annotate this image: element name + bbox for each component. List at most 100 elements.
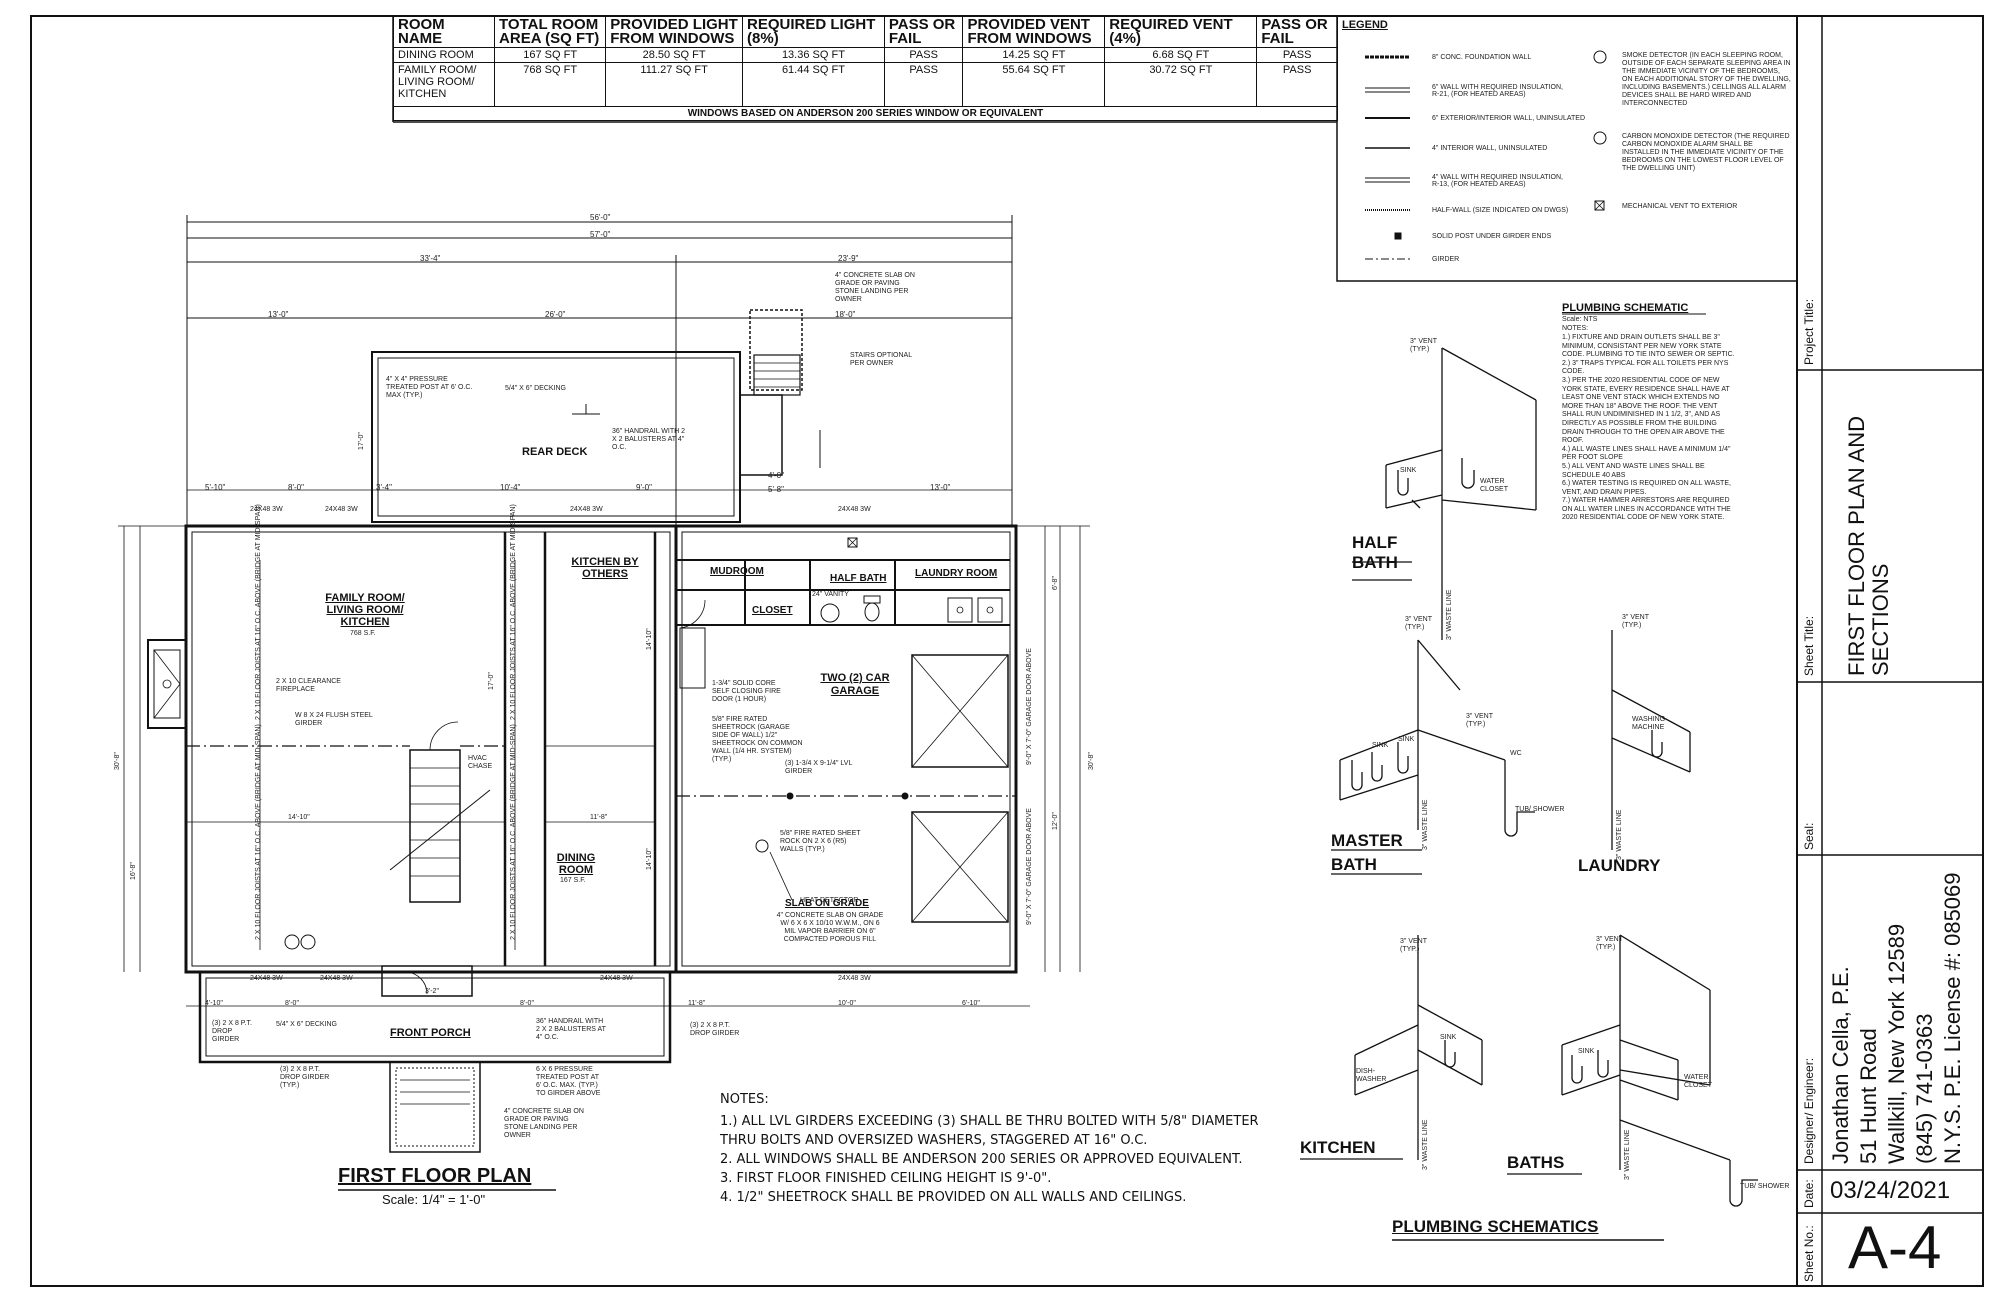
- plumbing-note-line: DIRECTLY AS POSSIBLE FROM THE BUILDING: [1562, 419, 1717, 427]
- note-line: 1.) ALL LVL GIRDERS EXCEEDING (3) SHALL …: [720, 1114, 1259, 1129]
- dim: 3'-4": [376, 483, 392, 492]
- col-header: REQUIRED VENT (4%): [1104, 16, 1258, 48]
- table-cell: PASS: [883, 47, 964, 63]
- room-dining: DINING ROOM: [556, 852, 596, 876]
- table-cell: 111.27 SQ FT: [605, 62, 744, 107]
- table-cell: PASS: [883, 62, 964, 107]
- plumbing-note-line: VENT, AND DRAIN PIPES.: [1562, 488, 1647, 496]
- drop-girder-note: (3) 2 X 8 P.T. DROP GIRDER: [690, 1022, 740, 1037]
- front-slab-note: 4" CONCRETE SLAB ON GRADE OR PAVING STON…: [504, 1108, 584, 1139]
- dim: 4'-0": [768, 471, 784, 480]
- dim: 11'-8": [590, 814, 608, 821]
- date-value: 03/24/2021: [1830, 1177, 1951, 1204]
- table-cell: 167 SQ FT: [494, 47, 607, 63]
- plumbing-note-line: ON ALL WATER LINES IN ACCORDANCE WITH TH…: [1562, 505, 1731, 513]
- room-rear-deck: REAR DECK: [522, 446, 588, 458]
- handrail-note: 36" HANDRAIL WITH 2 X 2 BALUSTERS AT 4" …: [612, 428, 686, 451]
- dining-area: 167 S.F.: [560, 877, 586, 884]
- porch-rail-note: 36" HANDRAIL WITH 2 X 2 BALUSTERS AT 4" …: [536, 1018, 606, 1041]
- col-header: PROVIDED LIGHT FROM WINDOWS: [605, 16, 744, 48]
- wc-label: WC: [1510, 750, 1522, 757]
- half-bath-label: HALF BATH: [1352, 533, 1398, 572]
- designer-line: N.Y.S. P.E. License #: 085069: [1940, 872, 1965, 1164]
- window-tag: 24X48 3W: [838, 506, 871, 513]
- laundry-schematic: [1611, 630, 1691, 850]
- room-closet: CLOSET: [752, 605, 793, 616]
- table-cell: 6.68 SQ FT: [1104, 47, 1258, 63]
- plan-scale: Scale: 1/4" = 1'-0": [382, 1192, 486, 1207]
- designer-line: Jonathan Cella, P.E.: [1828, 966, 1853, 1164]
- legend-item: 8" CONC. FOUNDATION WALL: [1432, 54, 1532, 61]
- sink-label: SINK: [1398, 736, 1415, 743]
- dim: 30'-8": [114, 752, 121, 770]
- waste-line-label: 3" WASTE LINE: [1624, 1129, 1631, 1180]
- family-area: 768 S.F.: [350, 630, 376, 637]
- decking-note: 5/4" X 6" DECKING: [505, 385, 566, 392]
- dim: 3'-2": [425, 988, 439, 995]
- project-title-label: Project Title:: [1802, 298, 1816, 365]
- hvac-note: HVAC CHASE: [468, 755, 493, 770]
- dim-left-top: 33'-4": [420, 254, 441, 263]
- plumbing-notes: 1.) FIXTURE AND DRAIN OUTLETS SHALL BE 3…: [1562, 334, 1735, 523]
- vent-label: 3" VENT (TYP.): [1622, 614, 1649, 629]
- window-tag: 24X48 3W: [600, 975, 633, 982]
- dim: 14'-10": [646, 848, 653, 870]
- sink-label: SINK: [1400, 467, 1417, 474]
- dim: 6'-10": [962, 1000, 980, 1007]
- table-cell: 30.72 SQ FT: [1104, 62, 1258, 107]
- plumbing-note-line: MORE THAN 18" ABOVE THE ROOF. THE VENT: [1562, 402, 1718, 410]
- sink-label: SINK: [1372, 742, 1389, 749]
- water-closet-label: WATER CLOSET: [1684, 1074, 1713, 1089]
- table-row: DINING ROOM 167 SQ FT 28.50 SQ FT 13.36 …: [392, 47, 1338, 63]
- plumbing-note-line: DRAIN THROUGH TO THE OPEN AIR ABOVE THE: [1562, 428, 1725, 436]
- joists-note: 2 X 10 FLOOR JOISTS AT 16" O.C. ABOVE (B…: [510, 724, 517, 940]
- stairs-note: STAIRS OPTIONAL PER OWNER: [850, 352, 912, 367]
- plumbing-schematic-title: PLUMBING SCHEMATIC: [1562, 302, 1689, 314]
- mech-vent-note: MECHANICAL VENT TO EXTERIOR: [1622, 203, 1738, 210]
- window-tag: 24X48 3W: [570, 506, 603, 513]
- window-tag: 24X48 3W: [250, 506, 283, 513]
- sheet-title-text: FIRST FLOOR PLAN AND SECTIONS: [1844, 416, 1893, 676]
- table-cell: FAMILY ROOM/ LIVING ROOM/ KITCHEN: [392, 62, 496, 107]
- plumbing-note-line: CODE. PLUMBING TO TIE INTO SEWER OR SEPT…: [1562, 351, 1735, 359]
- dim: 13'-0": [268, 310, 289, 319]
- plan-title: FIRST FLOOR PLAN: [338, 1165, 532, 1187]
- table-cell: 55.64 SQ FT: [962, 62, 1106, 107]
- plumbing-note-line: 1.) FIXTURE AND DRAIN OUTLETS SHALL BE 3…: [1562, 334, 1720, 341]
- dim: 5'-8": [768, 485, 784, 494]
- room-family: FAMILY ROOM/ LIVING ROOM/ KITCHEN: [325, 592, 405, 628]
- kitchen-label: KITCHEN: [1300, 1138, 1376, 1157]
- master-bath-schematic: [1339, 639, 1535, 837]
- legend-item: SOLID POST UNDER GIRDER ENDS: [1432, 233, 1552, 240]
- porch-post-note: 6 X 6 PRESSURE TREATED POST AT 6' O.C. M…: [536, 1066, 601, 1097]
- legend-item: 4" WALL WITH REQUIRED INSULATION, R-13, …: [1432, 174, 1563, 188]
- co-detector-note: CARBON MONOXIDE DETECTOR (THE REQUIRED C…: [1622, 133, 1790, 172]
- sheet-title: FIRST FLOOR PLAN AND SECTIONS: [1844, 406, 1893, 676]
- plumbing-note-line: CODE.: [1562, 368, 1585, 376]
- vanity-note: 24" VANITY: [812, 591, 849, 598]
- water-closet-label: WATER CLOSET: [1480, 478, 1509, 493]
- table-cell: 28.50 SQ FT: [605, 47, 744, 63]
- waste-line-label: 3" WASTE LINE: [1616, 809, 1623, 860]
- plumbing-note-line: 3.) PER THE 2020 RESIDENTIAL CODE OF NEW: [1562, 376, 1720, 384]
- plumbing-note-line: 4.) ALL WASTE LINES SHALL HAVE A MINIMUM…: [1562, 445, 1731, 453]
- plumbing-note-line: 2020 RESIDENTIAL CODE OF NEW YORK STATE.: [1562, 514, 1725, 522]
- date-label: Date:: [1802, 1179, 1816, 1208]
- joists-note: 2 X 10 FLOOR JOISTS AT 16" O.C. ABOVE (B…: [255, 504, 262, 720]
- table-cell: PASS: [1256, 47, 1338, 63]
- room-mudroom: MUDROOM: [710, 566, 764, 577]
- table-cell: 768 SQ FT: [494, 62, 607, 107]
- legend-item: GIRDER: [1432, 256, 1460, 263]
- sink-label: SINK: [1578, 1048, 1595, 1055]
- dim-right-top: 23'-9": [838, 254, 859, 263]
- dim: 13'-0": [930, 483, 951, 492]
- note-line: 3. FIRST FLOOR FINISHED CEILING HEIGHT I…: [720, 1171, 1052, 1186]
- vent-label: 3" VENT (TYP.): [1466, 713, 1493, 728]
- legend-item: 4" INTERIOR WALL, UNINSULATED: [1432, 145, 1548, 152]
- vent-label: 3" VENT (TYP.): [1405, 616, 1432, 631]
- plumbing-note-line: 7.) WATER HAMMER ARRESTORS ARE REQUIRED: [1562, 497, 1730, 505]
- garage-door-note: 9'-0" X 7'-0" GARAGE DOOR ABOVE: [1026, 808, 1033, 925]
- note-line: THRU BOLTS AND OVERSIZED WASHERS, STAGGE…: [720, 1133, 1148, 1148]
- tub-shower-label: TUB/ SHOWER: [1740, 1183, 1790, 1190]
- sheet-no-label: Sheet No.:: [1802, 1225, 1816, 1282]
